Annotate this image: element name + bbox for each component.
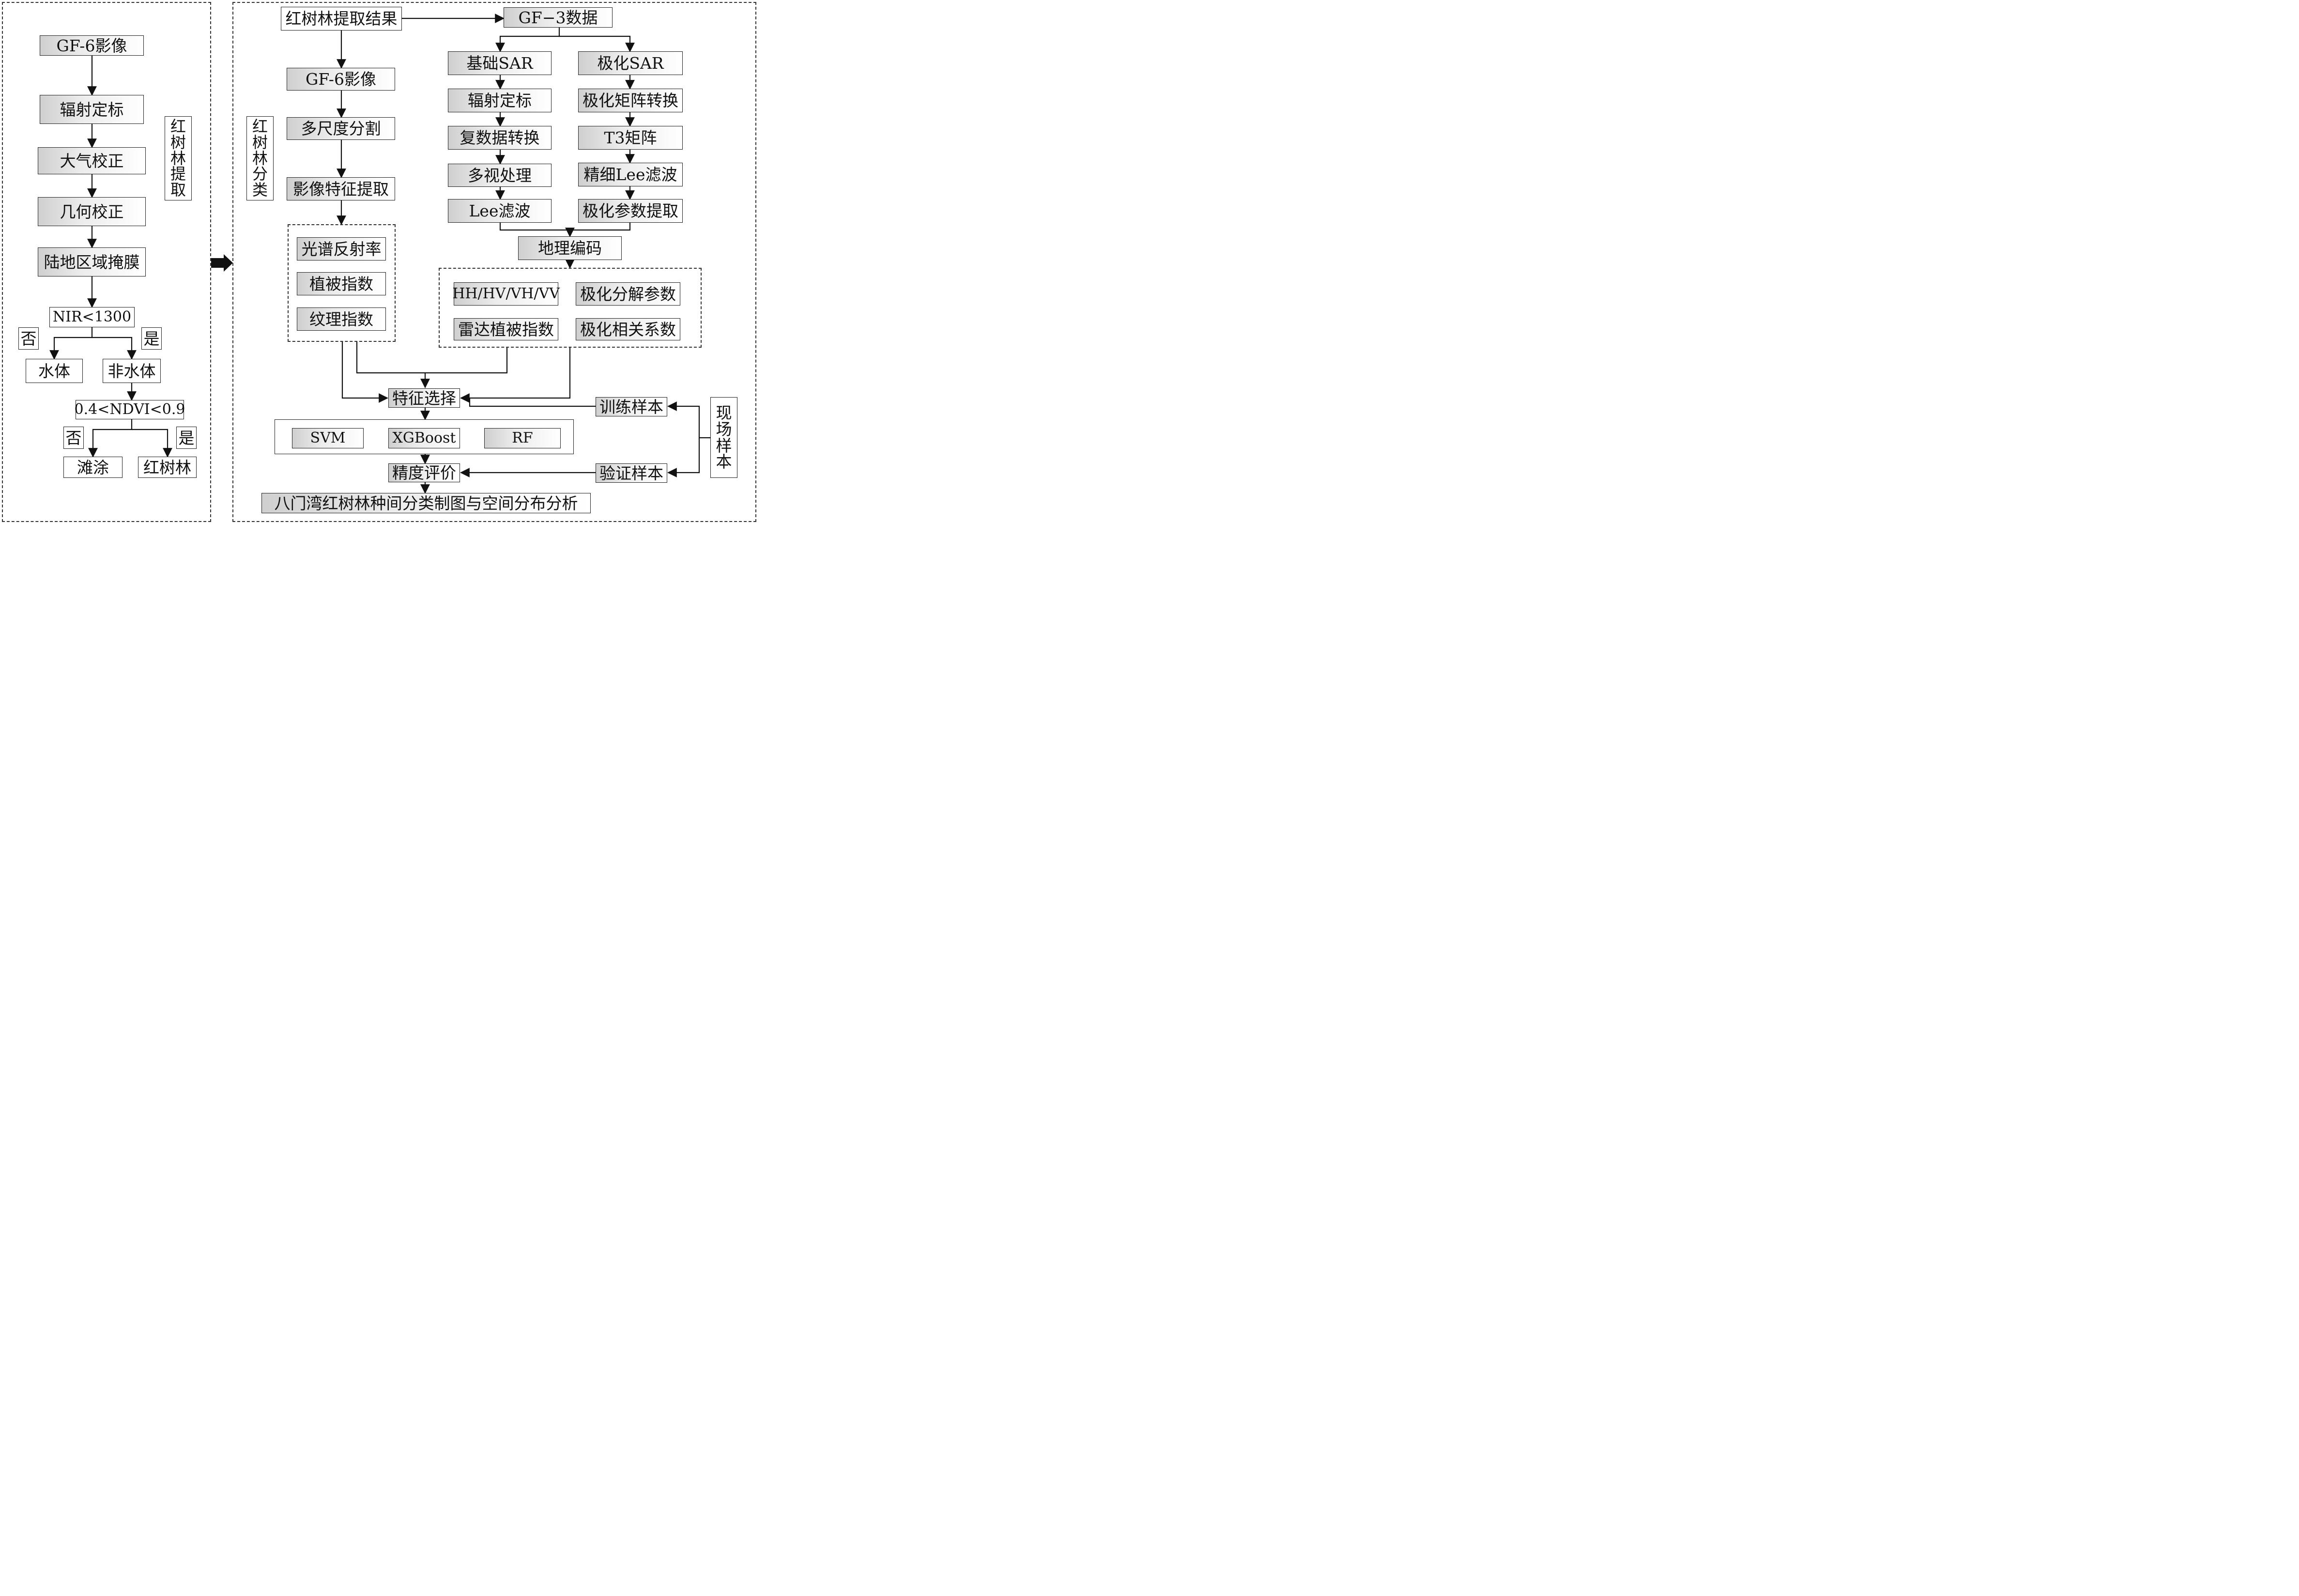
- radar-vegetation-index-node: 雷达植被指数: [454, 318, 558, 340]
- mangrove-node: 红树林: [138, 457, 197, 478]
- gf3-data-node: GF−3数据: [504, 7, 613, 28]
- basic-sar-node: 基础SAR: [448, 51, 552, 75]
- polarimetric-sar-node: 极化SAR: [578, 51, 683, 75]
- arrow-nir-to-water: [49, 327, 93, 360]
- arrow-sar-outer-to-select: [460, 348, 571, 403]
- field-samples-node: 现场样本: [710, 397, 737, 478]
- left-panel-title: 红树林提取: [165, 116, 192, 200]
- no-label-2: 否: [63, 427, 84, 449]
- polarimetric-matrix-conversion-node: 极化矩阵转换: [578, 89, 683, 112]
- geocoding-node: 地理编码: [518, 236, 622, 260]
- polarimetric-parameter-extraction-node: 极化参数提取: [578, 199, 683, 223]
- refined-lee-filter-node: 精细Lee滤波: [578, 163, 683, 186]
- yes-label-1: 是: [141, 327, 162, 350]
- arrow-optical-outer-to-select: [341, 342, 388, 403]
- mangrove-extraction-result-node: 红树林提取结果: [281, 7, 402, 31]
- polarimetric-correlation-node: 极化相关系数: [576, 318, 680, 340]
- sar-radiometric-calibration-node: 辐射定标: [448, 89, 552, 112]
- connector-layer: [49, 14, 710, 494]
- nir-threshold-node: NIR<1300: [49, 307, 135, 327]
- merge-line-sar: [499, 223, 631, 231]
- complex-data-conversion-node: 复数据转换: [448, 126, 552, 150]
- rf-node: RF: [484, 428, 561, 448]
- panel-transition-arrow: [211, 254, 233, 272]
- radiometric-calibration-node: 辐射定标: [40, 95, 144, 124]
- training-samples-node: 训练样本: [596, 397, 667, 416]
- polarimetric-decomposition-node: 极化分解参数: [576, 282, 680, 306]
- land-mask-node: 陆地区域掩膜: [38, 247, 146, 276]
- arrow-gf3-to-pol-sar: [559, 35, 635, 52]
- right-panel-frame: [232, 2, 756, 522]
- feature-selection-node: 特征选择: [388, 388, 460, 408]
- validation-samples-node: 验证样本: [596, 463, 667, 483]
- water-node: 水体: [26, 359, 83, 383]
- svm-node: SVM: [292, 428, 364, 448]
- gf6-image-node-right: GF-6影像: [287, 68, 395, 91]
- non-water-node: 非水体: [103, 359, 161, 383]
- arrow-nir-to-nonwater: [92, 337, 137, 360]
- left-panel-frame: [2, 2, 211, 522]
- final-mapping-analysis-node: 八门湾红树林种间分类制图与空间分布分析: [261, 493, 591, 513]
- gf6-image-node: GF-6影像: [40, 35, 144, 56]
- ndvi-threshold-node: 0.4<NDVI<0.9: [75, 400, 185, 419]
- no-label-1: 否: [18, 327, 39, 350]
- texture-index-node: 纹理指数: [297, 307, 386, 331]
- optical-features-box: [288, 224, 396, 342]
- arrow-gf3-to-basic-sar: [495, 28, 560, 52]
- vegetation-index-node: 植被指数: [297, 272, 386, 295]
- accuracy-assessment-node: 精度评价: [388, 463, 460, 482]
- right-panel-title: 红树林分类: [246, 116, 274, 200]
- sar-features-box: [439, 268, 702, 348]
- spectral-reflectance-node: 光谱反射率: [297, 237, 386, 261]
- lee-filter-node: Lee滤波: [448, 199, 552, 223]
- line-train-to-select: [469, 398, 596, 407]
- arrow-field-to-valid: [667, 438, 700, 477]
- arrow-ndvi-to-mudflat: [88, 419, 133, 458]
- flowchart-canvas: 红树林提取 GF-6影像 辐射定标 大气校正 几何校正 陆地区域掩膜 NIR<1…: [0, 0, 759, 524]
- yes-label-2: 是: [176, 427, 197, 449]
- xgboost-node: XGBoost: [388, 428, 460, 448]
- atmospheric-correction-node: 大气校正: [38, 147, 146, 174]
- t3-matrix-node: T3矩阵: [578, 126, 683, 150]
- merge-line-optical-sar: [356, 342, 508, 374]
- multiscale-segmentation-node: 多尺度分割: [287, 117, 395, 140]
- geometric-correction-node: 几何校正: [38, 197, 146, 226]
- arrow-ndvi-to-mangrove: [132, 429, 172, 458]
- image-feature-extraction-node: 影像特征提取: [287, 177, 395, 200]
- arrow-field-to-train: [667, 401, 710, 439]
- hh-hv-vh-vv-node: HH/HV/VH/VV: [452, 282, 560, 306]
- multilook-node: 多视处理: [448, 164, 552, 187]
- mudflat-node: 滩涂: [63, 457, 123, 478]
